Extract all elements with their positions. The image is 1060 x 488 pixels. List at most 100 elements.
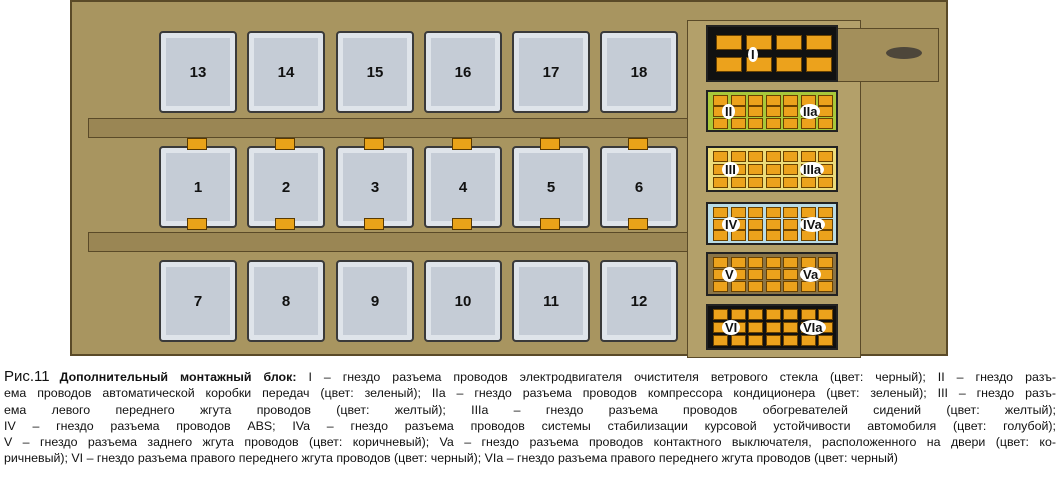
relay-18: 18 [600,31,678,113]
connector-pin [765,177,781,189]
relay-pin [275,218,295,230]
connector-pin [713,95,728,106]
relay-pin [452,218,472,230]
connector-pin [783,95,798,106]
connector-pin [730,257,746,268]
connector-pin [765,230,781,242]
connector-pin [765,309,781,320]
connector-pin [818,177,833,189]
caption-text: I – гнездо разъема проводов электродвига… [296,370,1056,384]
relay-6: 6 [600,146,678,228]
connector-pin [783,151,798,162]
relay-pin [187,218,207,230]
relay-9: 9 [336,260,414,342]
connector-pin [730,309,746,320]
caption-title: Дополнительный монтажный блок: [59,370,297,384]
connector-pin [765,106,781,118]
connector-pin [730,95,746,106]
connector-pin [713,257,728,268]
connector-pin [800,151,816,162]
relay-4: 4 [424,146,502,228]
connector-label: IV [722,216,741,232]
connector-label: III [722,162,739,177]
connector-pin [800,281,816,293]
connector-pin [800,230,816,242]
connector-label: V [722,267,737,282]
connector-label: IIa [800,104,821,119]
rail [88,118,690,138]
connector-pin [713,177,728,189]
connector-pin [783,269,798,281]
connector-pin [713,335,728,347]
relay-17: 17 [512,31,590,113]
connector-pin [783,218,798,230]
connector-pin [730,281,746,293]
connector-pin [783,309,798,320]
relay-pin [628,138,648,150]
connector-pin [765,95,781,106]
connector-pin [748,335,763,347]
connector-pin [748,151,763,162]
relay-15: 15 [336,31,414,113]
connector-pin [806,35,832,50]
connector-pin [748,106,763,118]
connector-pin [748,281,763,293]
connector-pin [783,281,798,293]
connector-pin [818,257,833,268]
connector-label: Va [800,267,822,282]
connector-pin [765,151,781,162]
connector-pin [765,269,781,281]
connector-pin [716,57,742,72]
caption-line: ема проводов автоматической коробки пере… [4,386,1056,401]
connector-pin [748,257,763,268]
relay-14: 14 [247,31,325,113]
connector-pin [783,164,798,176]
connector-pin [800,117,816,129]
connector-pin [748,269,763,281]
connector-pin [800,177,816,189]
connector-pin [806,57,832,72]
connector-pin [783,117,798,129]
connector-V: V Va [706,252,838,296]
connector-pin [783,322,798,334]
connector-pin [783,230,798,242]
connector-pin [730,117,746,129]
connector-pin [818,95,833,106]
connector-pin [730,335,746,347]
relay-2: 2 [247,146,325,228]
connector-label: VI [722,320,741,335]
connector-pin [800,309,816,320]
caption-line: ема левого переднего жгута проводов (цве… [4,402,1056,417]
connector-pin [818,281,833,293]
relay-pin [275,138,295,150]
connector-pin [818,335,833,347]
relay-1: 1 [159,146,237,228]
relay-pin [540,218,560,230]
relay-10: 10 [424,260,502,342]
connector-pin [730,151,746,162]
relay-8: 8 [247,260,325,342]
connector-pin [765,322,781,334]
relay-pin [364,218,384,230]
connector-pin [818,106,833,118]
connector-pin [765,335,781,347]
connector-pin [748,322,763,334]
relay-7: 7 [159,260,237,342]
caption-line: V – гнездо разъема заднего жгута проводо… [4,435,1056,450]
connector-pin [765,117,781,129]
relay-pin [628,218,648,230]
connector-pin [765,281,781,293]
connector-pin [748,117,763,129]
relay-pin [364,138,384,150]
relay-11: 11 [512,260,590,342]
connector-pin [748,218,763,230]
caption-line: IV – гнездо разъема проводов ABS; IVa – … [4,418,1056,433]
connector-pin [818,207,833,218]
connector-pin [730,230,746,242]
connector-pin [713,281,728,293]
connector-pin [765,218,781,230]
